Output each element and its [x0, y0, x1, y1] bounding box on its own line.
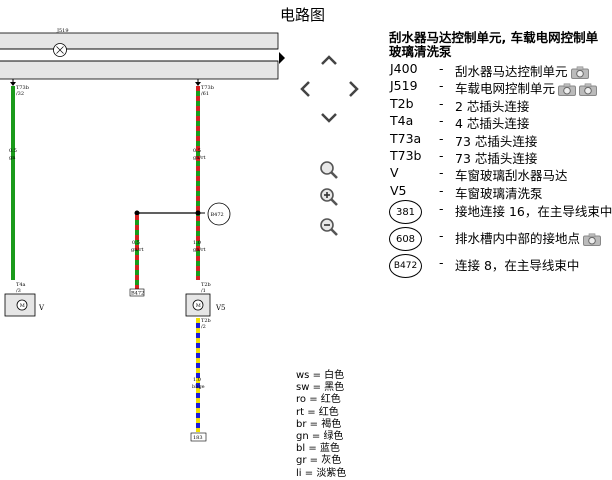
svg-text:B472: B472 — [131, 291, 144, 297]
ground-ref-circle: B472 — [389, 254, 422, 279]
color-key-row: sw = 黑色 — [296, 382, 345, 394]
camera-icon[interactable] — [570, 66, 589, 79]
right-color: gn/rt — [193, 155, 206, 161]
pan-left-button[interactable] — [294, 78, 316, 100]
page-title: 电路图 — [279, 6, 325, 24]
color-key-row: rt = 红色 — [296, 406, 339, 418]
junction-dot-left — [134, 210, 140, 216]
left-pin-label: T73b — [16, 85, 29, 91]
v5-pin3-no: /2 — [201, 324, 206, 330]
svg-text:M: M — [20, 303, 25, 309]
chevron-left-icon — [300, 81, 310, 97]
zoom-out-icon — [320, 218, 338, 236]
v5-pin-label: T2b — [201, 282, 211, 288]
color-key-row: gn = 绿色 — [296, 431, 344, 443]
legend-item-v[interactable]: V - 车窗玻璃刮水器马达 — [390, 165, 568, 184]
zoom-icon — [320, 161, 338, 179]
panel-marker — [279, 52, 285, 64]
chevron-up-icon — [321, 55, 337, 65]
blue-gauge: 1.0 — [193, 377, 201, 383]
zoom-fit-button[interactable] — [318, 159, 340, 181]
branch-color: gn/rt — [131, 247, 144, 253]
zoom-in-button[interactable] — [318, 186, 340, 208]
wire-color-key: ws = 白色 sw = 黑色 ro = 红色 rt = 红色 br = 褐色 … — [296, 370, 376, 480]
color-key-row: gr = 灰色 — [296, 455, 342, 467]
zoom-in-icon — [320, 188, 338, 206]
circuit-svg: J519 T73b /32 0.5 gn T4a /3 M V T73b /61… — [0, 28, 285, 442]
right-color-2: gn/rt — [193, 247, 206, 253]
circuit-diagram[interactable]: J519 T73b /32 0.5 gn T4a /3 M V T73b /61… — [0, 28, 285, 476]
v5-pin-no: /1 — [201, 288, 206, 294]
zoom-out-button[interactable] — [318, 216, 340, 238]
left-gauge: 0.5 — [9, 148, 17, 154]
left-color: gn — [9, 155, 16, 161]
j519-bar — [0, 32, 279, 50]
pump-v5-label: V5 — [215, 304, 226, 312]
legend-item-j519[interactable]: J519 - 车载电网控制单元 — [389, 77, 605, 97]
chevron-down-icon — [321, 113, 337, 123]
legend-item-608[interactable]: 608 - 排水槽内中部的接地点 — [389, 226, 605, 253]
svg-text:M: M — [196, 303, 201, 309]
color-key-row: ro = 红色 — [296, 394, 341, 406]
right-pin-no: /61 — [201, 91, 209, 97]
legend-item-381[interactable]: 381 - 接地连接 16，在主导线束中 — [389, 199, 612, 226]
camera-icon[interactable] — [583, 233, 602, 247]
right-gauge-2: 1.0 — [193, 240, 201, 246]
camera-icon[interactable] — [558, 83, 577, 97]
legend-item-t2b[interactable]: T2b - 2 芯插头连接 — [390, 95, 530, 114]
legend-item-t73b[interactable]: T73b - 73 芯插头连接 — [390, 147, 538, 166]
branch-ground-box — [129, 288, 145, 297]
camera-icon[interactable] — [579, 83, 598, 97]
legend-item-v5[interactable]: V5 - 车窗玻璃清洗泵 — [390, 182, 543, 201]
ground-183-box — [190, 432, 207, 442]
legend-heading-line-1: 刮水器马达控制单元, 车载电网控制单 — [389, 30, 599, 45]
left-end-no: /3 — [16, 288, 21, 294]
ground-ref-circle: 608 — [389, 227, 422, 252]
color-key-row: ws = 白色 — [296, 370, 345, 381]
legend-item-t4a[interactable]: T4a - 4 芯插头连接 — [390, 113, 530, 132]
component-legend: 刮水器马达控制单元, 车载电网控制单 玻璃清洗泵 J400 - 刮水器马达控制单… — [389, 30, 612, 280]
j519-bar-lower — [0, 60, 279, 80]
color-key-row: br = 褐色 — [296, 418, 342, 430]
svg-text:183: 183 — [193, 435, 203, 441]
j519-label: J519 — [56, 28, 69, 34]
blue-color: bl/ge — [192, 384, 205, 390]
pan-up-button[interactable] — [318, 49, 340, 71]
right-pin-label: T73b — [201, 85, 214, 91]
pan-down-button[interactable] — [318, 107, 340, 129]
ground-ref-circle: 381 — [389, 200, 422, 225]
ref-b472-circle — [207, 202, 231, 226]
ref-b472-label: B472 — [211, 212, 224, 218]
motor-v-label: V — [38, 304, 45, 312]
legend-item-b472[interactable]: B472 - 连接 8，在主导线束中 — [389, 253, 605, 280]
pan-right-button[interactable] — [343, 78, 365, 100]
color-key-row: li = 淡紫色 — [296, 467, 347, 479]
v5-pin3-label: T2b — [201, 318, 211, 324]
legend-heading-line-2: 玻璃清洗泵 — [389, 44, 452, 59]
left-pin-no: /32 — [16, 91, 24, 97]
legend-item-j400[interactable]: J400 - 刮水器马达控制单元 — [389, 60, 605, 79]
branch-gauge: 0.5 — [132, 240, 140, 246]
left-end-pin: T4a — [16, 282, 26, 288]
legend-item-t73a[interactable]: T73a - 73 芯插头连接 — [390, 130, 538, 149]
right-gauge: 0.5 — [193, 148, 201, 154]
chevron-right-icon — [349, 81, 359, 97]
navigation-controls — [284, 45, 374, 255]
color-key-row: bl = 蓝色 — [296, 443, 340, 455]
